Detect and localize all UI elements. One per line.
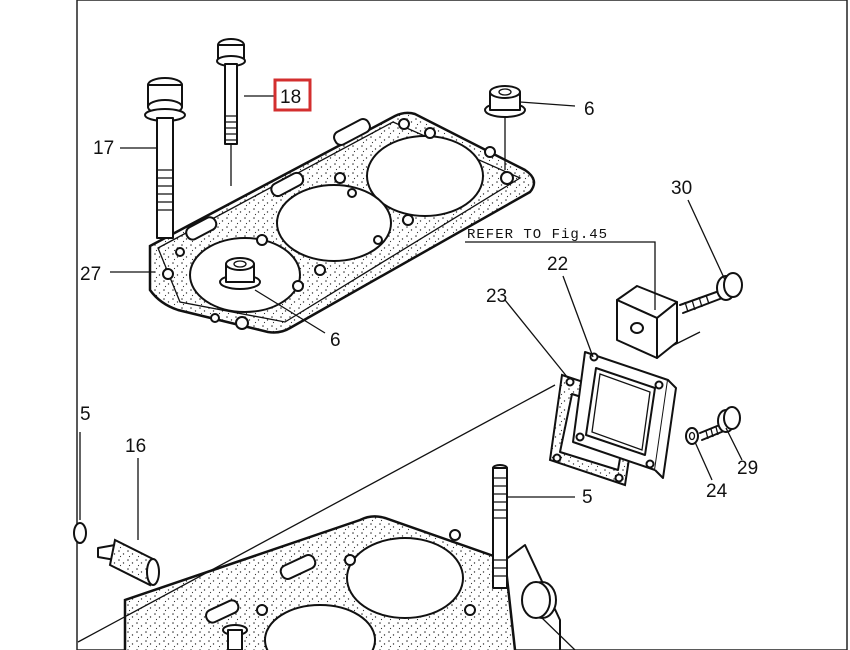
callout-6-top[interactable]: 6 — [584, 99, 595, 120]
head-bolt-long[interactable] — [144, 77, 186, 239]
leader-lines — [110, 95, 743, 650]
callout-17[interactable]: 17 — [93, 138, 114, 159]
head-gasket[interactable] — [148, 111, 536, 334]
reference-line — [77, 384, 556, 643]
diagram-border — [76, 0, 848, 650]
callout-29[interactable]: 29 — [737, 458, 758, 479]
sealing-plug[interactable] — [521, 581, 557, 619]
callout-23[interactable]: 23 — [486, 286, 507, 307]
callout-5-left[interactable]: 5 — [80, 404, 91, 425]
cap-screw[interactable] — [699, 406, 741, 441]
banjo-bolt[interactable] — [679, 272, 743, 314]
callout-16[interactable]: 16 — [125, 436, 146, 457]
connector-block[interactable] — [616, 285, 678, 359]
nozzle-sleeve[interactable] — [97, 538, 160, 587]
cover-plate[interactable] — [572, 351, 677, 479]
flange-nut-top[interactable] — [484, 85, 526, 170]
callout-27[interactable]: 27 — [80, 264, 101, 285]
head-bolt-short[interactable] — [216, 38, 246, 186]
callout-22[interactable]: 22 — [547, 254, 568, 275]
cylinder-head[interactable] — [123, 515, 561, 650]
stud-bolt[interactable] — [492, 464, 508, 589]
reference-note[interactable]: REFER TO Fig.45 — [467, 227, 608, 243]
washer[interactable] — [685, 427, 699, 445]
callout-24[interactable]: 24 — [706, 481, 728, 502]
callout-5-stud[interactable]: 5 — [582, 487, 593, 508]
flange-nut-gasket[interactable] — [219, 257, 261, 290]
stud-left-stub[interactable] — [73, 432, 87, 544]
callout-18[interactable]: 18 — [280, 87, 301, 108]
callout-6-gasket[interactable]: 6 — [330, 330, 341, 351]
callout-30[interactable]: 30 — [671, 178, 692, 199]
highlight-box — [273, 78, 312, 112]
